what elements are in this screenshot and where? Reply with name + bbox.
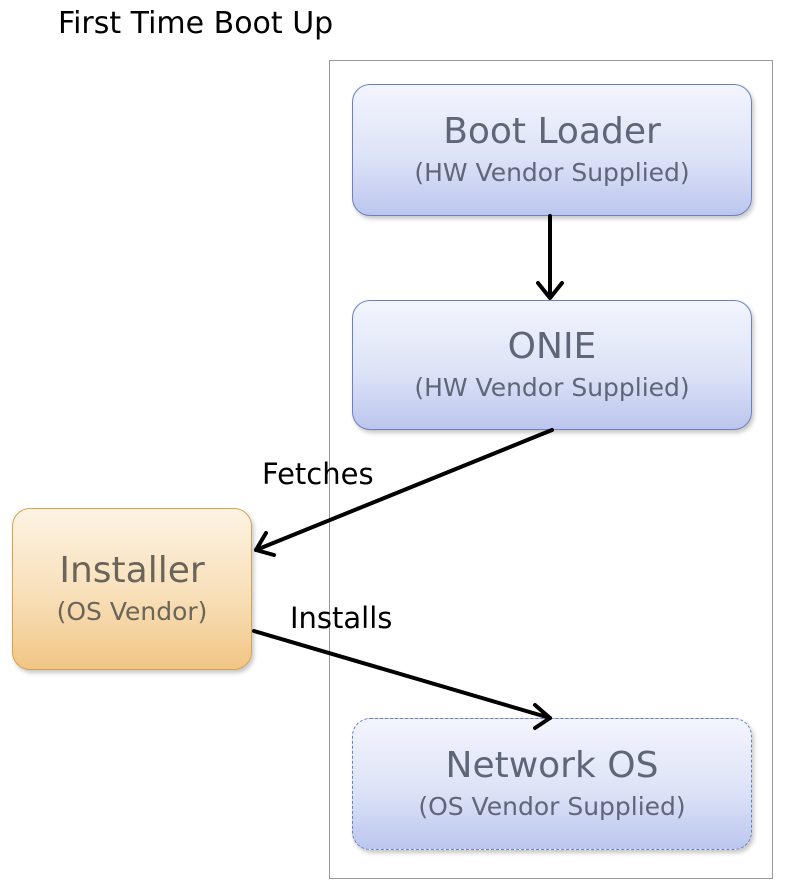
- installer-node: Installer (OS Vendor): [12, 508, 252, 670]
- onie-node: ONIE (HW Vendor Supplied): [352, 300, 752, 430]
- fetches-label: Fetches: [262, 457, 374, 491]
- boot-loader-node: Boot Loader (HW Vendor Supplied): [352, 84, 752, 216]
- boot-loader-sublabel: (HW Vendor Supplied): [414, 158, 690, 187]
- fetches-arrowhead: [254, 531, 276, 557]
- installs-label: Installs: [290, 601, 393, 635]
- boot-loader-label: Boot Loader: [443, 111, 661, 152]
- installer-label: Installer: [59, 550, 205, 591]
- installer-sublabel: (OS Vendor): [56, 597, 208, 626]
- network-os-label: Network OS: [445, 745, 659, 786]
- network-os-node: Network OS (OS Vendor Supplied): [352, 718, 752, 850]
- network-os-sublabel: (OS Vendor Supplied): [418, 792, 686, 821]
- diagram-title: First Time Boot Up: [58, 6, 334, 41]
- onie-label: ONIE: [507, 326, 597, 367]
- onie-sublabel: (HW Vendor Supplied): [414, 373, 690, 402]
